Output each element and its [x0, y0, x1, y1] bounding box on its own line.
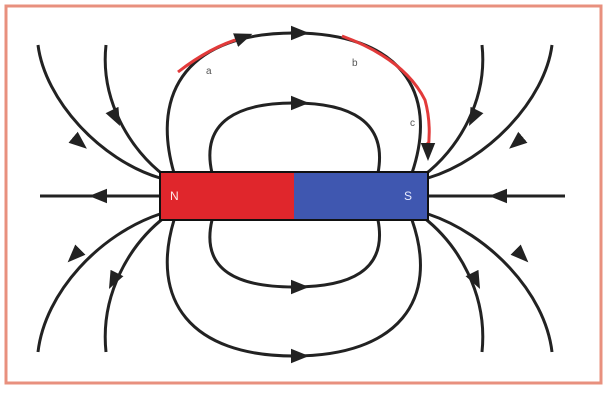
south-label: S: [404, 189, 412, 203]
bar-magnet: N S: [160, 172, 428, 220]
arc-point-label-b: b: [352, 58, 358, 69]
magnet-north-pole: [160, 172, 294, 220]
arc-point-label-c: c: [410, 118, 415, 129]
north-label: N: [170, 189, 179, 203]
arc-point-label-a: a: [206, 66, 212, 77]
